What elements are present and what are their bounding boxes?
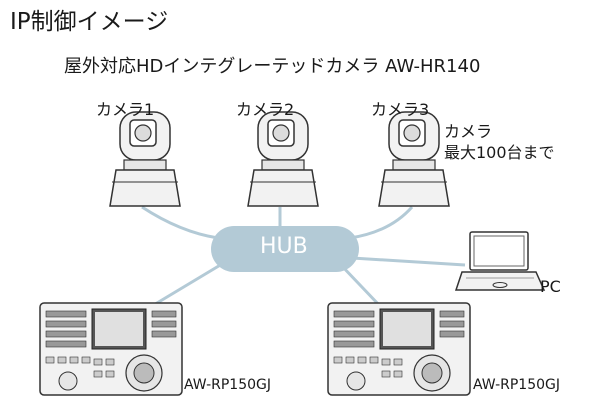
link-camera1 [141, 205, 219, 240]
camera-1-icon [109, 111, 181, 207]
camera-3-label: カメラ3 [371, 100, 430, 119]
camera-capacity-note: カメラ 最大100台まで [444, 121, 555, 163]
camera-note-line2: 最大100台まで [444, 143, 555, 162]
camera-note-line1: カメラ [444, 122, 493, 141]
camera-3-icon [378, 111, 450, 207]
pc-label: PC [540, 277, 561, 296]
hub-box [211, 226, 359, 272]
page-title: IP制御イメージ [10, 9, 169, 35]
camera-2-icon [247, 111, 319, 207]
camera-1-label: カメラ1 [96, 100, 155, 119]
controller-2-label: AW-RP150GJ [473, 377, 561, 393]
controller-1-label: AW-RP150GJ [184, 377, 272, 393]
diagram-subtitle: 屋外対応HDインテグレーテッドカメラ AW-HR140 [64, 56, 481, 77]
link-controller1 [151, 262, 223, 308]
remote-controller-1-icon [39, 302, 183, 396]
link-camera3 [349, 206, 414, 240]
camera-2-label: カメラ2 [236, 100, 295, 119]
hub-label: HUB [260, 234, 308, 259]
network-links [141, 205, 466, 308]
remote-controller-2-icon [327, 302, 471, 396]
link-pc [351, 256, 466, 267]
link-controller2 [338, 262, 382, 308]
laptop-icon [454, 231, 546, 291]
